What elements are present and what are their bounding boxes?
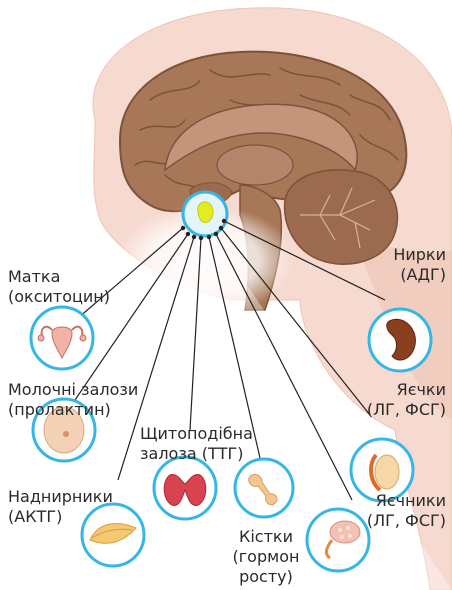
label-testes: Яєчки (ЛГ, ФСГ) bbox=[367, 380, 446, 420]
uterus-circle bbox=[31, 307, 93, 369]
label-uterus-hormone: (окситоцин) bbox=[8, 287, 110, 307]
label-mammary: Молочні залози (пролактин) bbox=[8, 380, 138, 420]
label-kidneys-name: Нирки bbox=[393, 245, 446, 265]
label-bones: Кістки (гормон росту) bbox=[222, 527, 310, 587]
label-testes-hormone: (ЛГ, ФСГ) bbox=[367, 400, 446, 420]
label-thyroid-hormone: залоза (ТТГ) bbox=[140, 444, 253, 464]
label-ovaries-name: Яєчники bbox=[367, 491, 446, 511]
label-adrenal-name: Наднирники bbox=[8, 487, 113, 507]
label-kidneys-hormone: (АДГ) bbox=[393, 265, 446, 285]
label-ovaries: Яєчники (ЛГ, ФСГ) bbox=[367, 491, 446, 531]
label-mammary-hormone: (пролактин) bbox=[8, 400, 138, 420]
label-uterus: Матка (окситоцин) bbox=[8, 267, 110, 307]
thyroid-circle bbox=[154, 457, 216, 519]
label-adrenal: Наднирники (АКТГ) bbox=[8, 487, 113, 527]
label-kidneys: Нирки (АДГ) bbox=[393, 245, 446, 285]
label-thyroid-name: Щитоподібна bbox=[140, 424, 253, 444]
bone-circle bbox=[235, 459, 293, 517]
label-thyroid: Щитоподібна залоза (ТТГ) bbox=[140, 424, 253, 464]
label-bones-name: Кістки bbox=[222, 527, 310, 547]
label-adrenal-hormone: (АКТГ) bbox=[8, 507, 113, 527]
kidney-circle bbox=[369, 309, 431, 371]
thalamus bbox=[217, 145, 293, 185]
pituitary-gland bbox=[198, 202, 213, 223]
label-ovaries-hormone: (ЛГ, ФСГ) bbox=[367, 511, 446, 531]
label-bones-hormone-1: (гормон bbox=[222, 547, 310, 567]
label-uterus-name: Матка bbox=[8, 267, 110, 287]
label-testes-name: Яєчки bbox=[367, 380, 446, 400]
label-mammary-name: Молочні залози bbox=[8, 380, 138, 400]
ovary-circle bbox=[307, 509, 369, 571]
label-bones-hormone-2: росту) bbox=[222, 567, 310, 587]
